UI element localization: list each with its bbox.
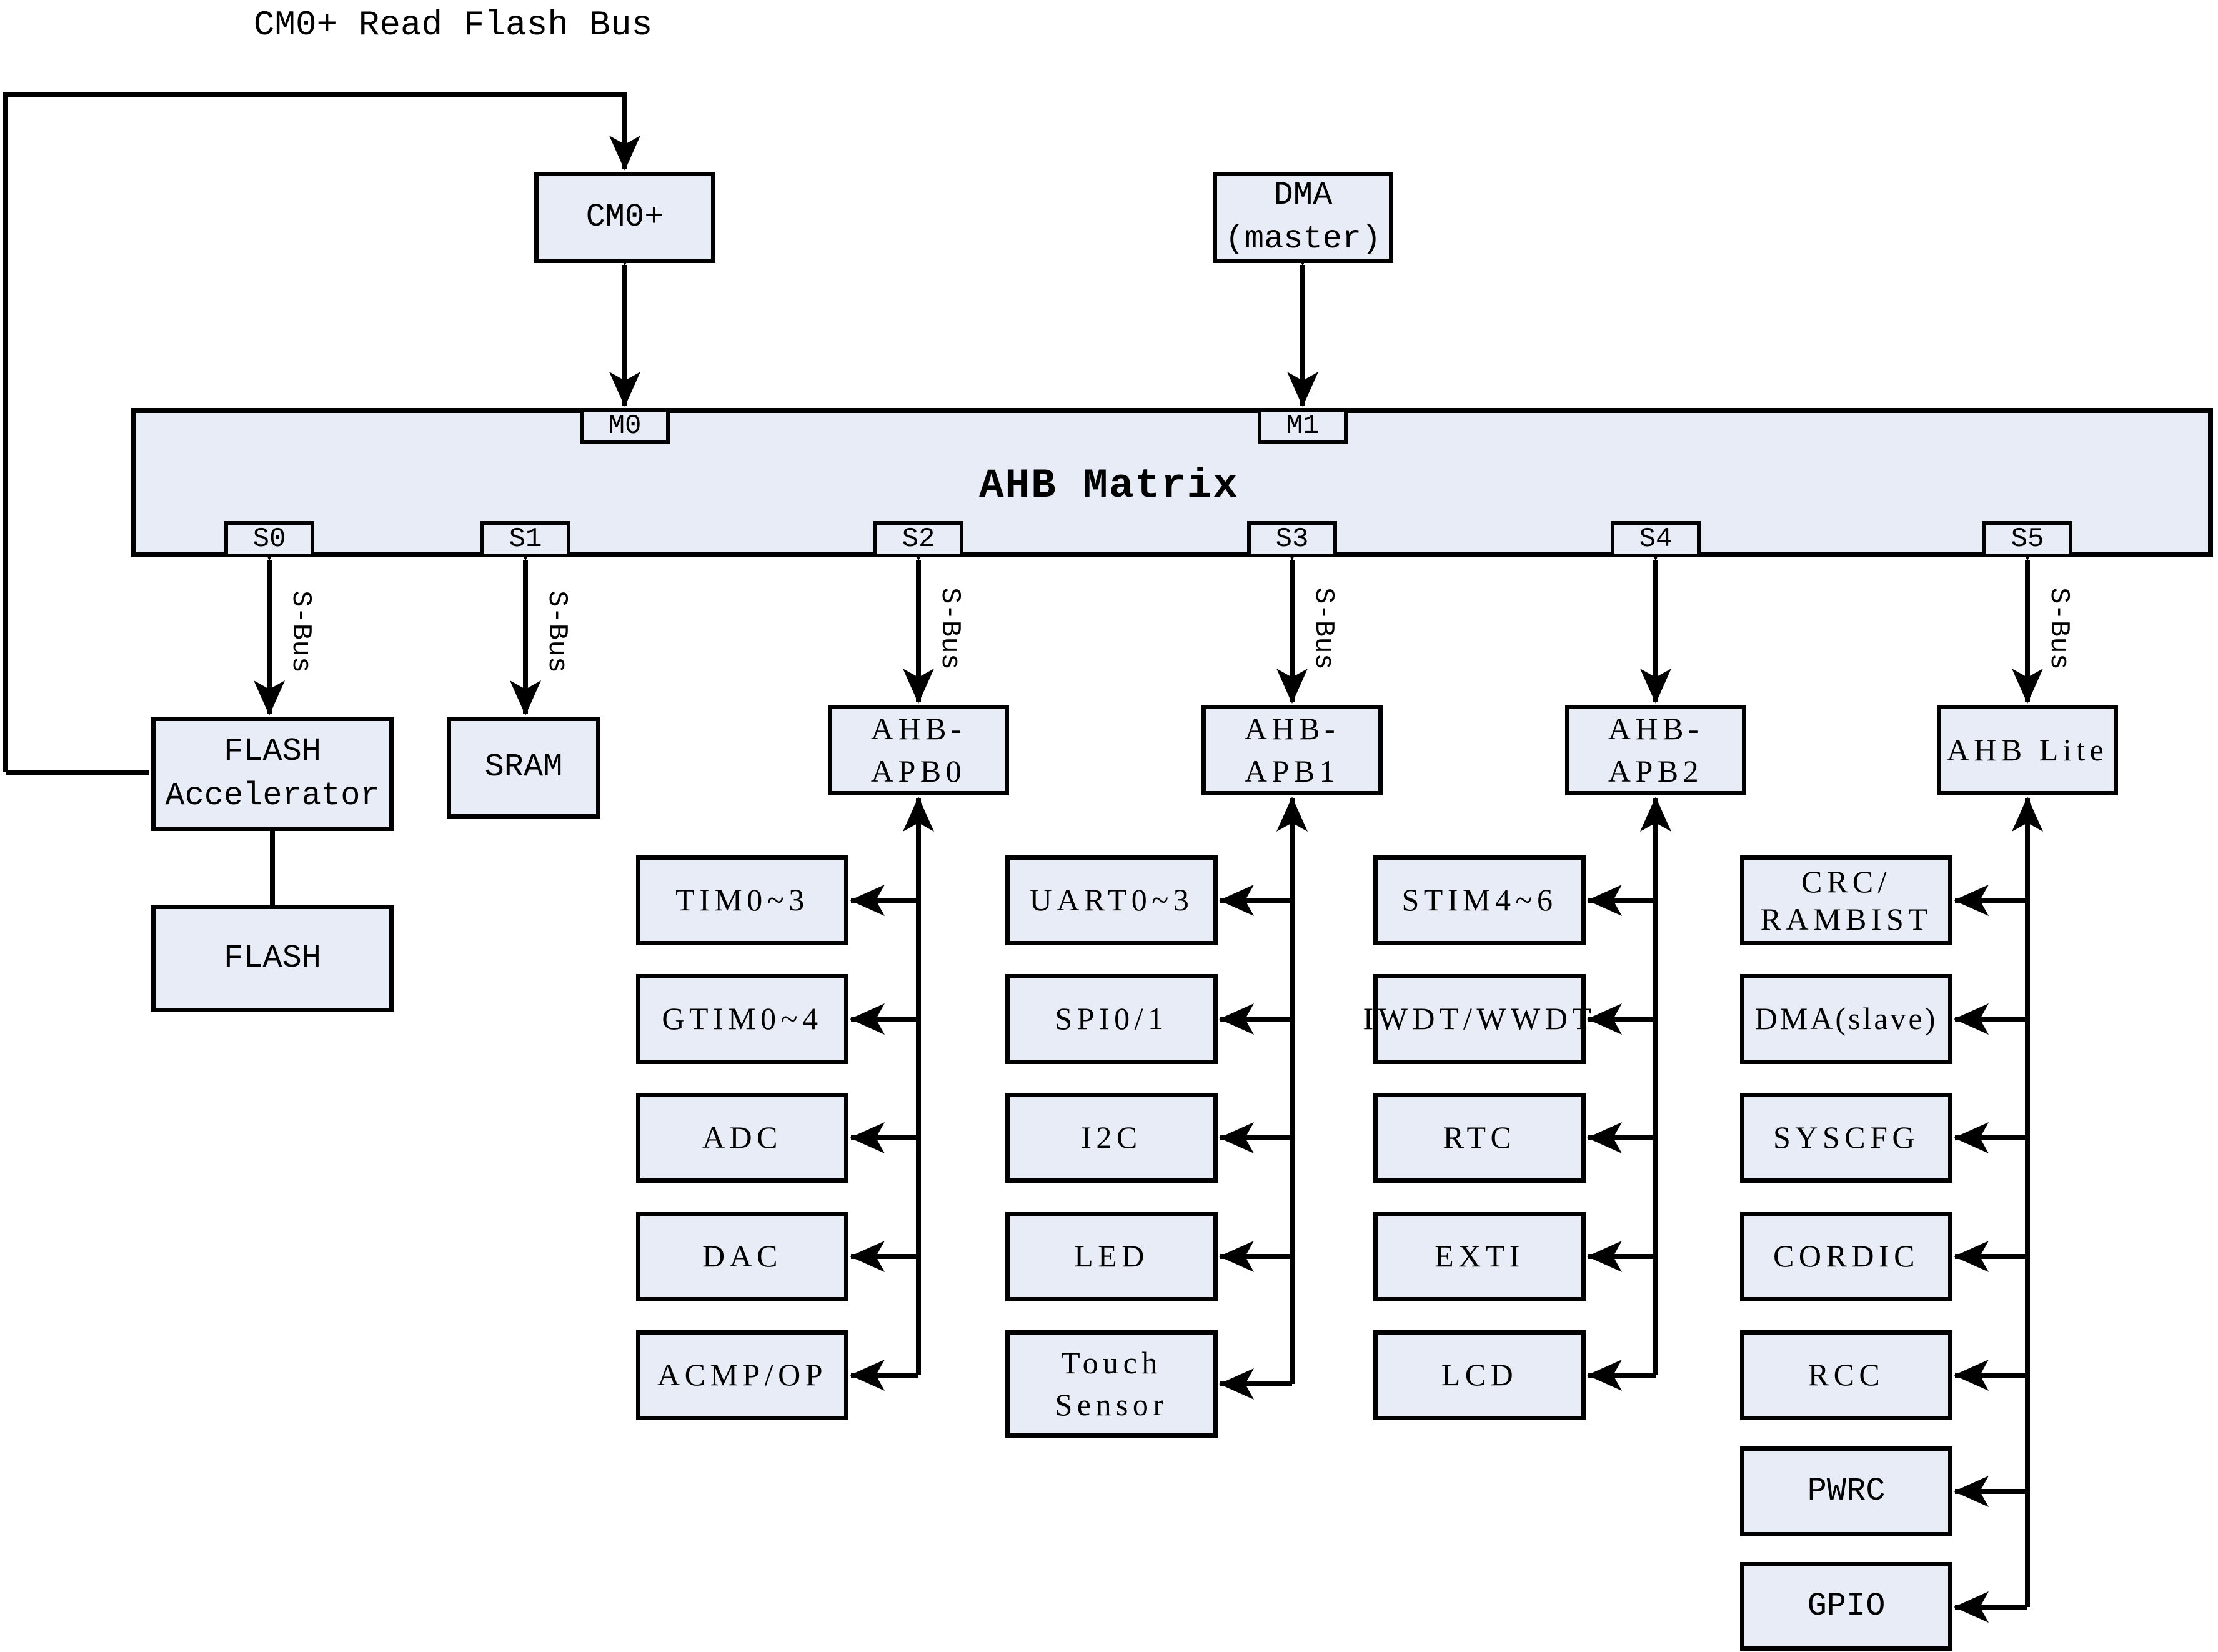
sbus-label-s0: S-Bus: [285, 590, 316, 674]
box-i2c: I2C: [1005, 1093, 1218, 1183]
box-dma-slave: DMA(slave): [1740, 974, 1952, 1064]
box-iwdt-wwdt: IWDT/WWDT: [1363, 974, 1591, 1064]
hub-ahb-apb2: AHB-APB2: [1565, 705, 1746, 795]
box-cm0: CM0+: [534, 172, 715, 263]
box-touch-sensor: Touch Sensor: [1005, 1330, 1218, 1438]
port-s0: S0: [224, 521, 314, 557]
sbus-label-s2: S-Bus: [934, 587, 965, 670]
box-uart0-3: UART0~3: [1005, 855, 1218, 945]
port-m1: M1: [1258, 408, 1348, 444]
box-dac: DAC: [636, 1212, 848, 1301]
box-led: LED: [1005, 1212, 1218, 1301]
box-lcd: LCD: [1373, 1330, 1586, 1420]
box-tim0-3: TIM0~3: [636, 855, 848, 945]
sbus-label-s5: S-Bus: [2043, 587, 2074, 670]
box-syscfg: SYSCFG: [1740, 1093, 1952, 1183]
box-dma-master: DMA (master): [1213, 172, 1393, 263]
box-exti: EXTI: [1373, 1212, 1586, 1301]
hub-ahb-lite: AHB Lite: [1937, 705, 2118, 795]
port-s4: S4: [1611, 521, 1701, 557]
read-flash-bus-label: CM0+ Read Flash Bus: [253, 5, 653, 45]
box-acmp-op: ACMP/OP: [636, 1330, 848, 1420]
read-flash-bus-line: [3, 92, 640, 772]
hub-ahb-apb1: AHB-APB1: [1201, 705, 1383, 795]
ahb-matrix-title: AHB Matrix: [978, 462, 1240, 509]
box-gtim0-4: GTIM0~4: [636, 974, 848, 1064]
box-cordic: CORDIC: [1740, 1212, 1952, 1301]
box-adc: ADC: [636, 1093, 848, 1183]
box-stim4-6: STIM4~6: [1373, 855, 1586, 945]
box-flash-accelerator: FLASH Accelerator: [151, 717, 394, 831]
box-sram: SRAM: [447, 717, 600, 819]
port-m0: M0: [580, 408, 670, 444]
port-s5: S5: [1982, 521, 2072, 557]
box-rtc: RTC: [1373, 1093, 1586, 1183]
port-s3: S3: [1247, 521, 1337, 557]
hub-ahb-apb0: AHB-APB0: [828, 705, 1009, 795]
box-crc-rambist: CRC/ RAMBIST: [1740, 855, 1952, 945]
box-spi0-1: SPI0/1: [1005, 974, 1218, 1064]
port-s1: S1: [480, 521, 570, 557]
box-gpio: GPIO: [1740, 1562, 1952, 1651]
ahb-matrix-bar: [131, 408, 2213, 557]
box-flash: FLASH: [151, 905, 394, 1012]
sbus-label-s3: S-Bus: [1308, 587, 1339, 670]
box-pwrc: PWRC: [1740, 1446, 1952, 1536]
port-s2: S2: [873, 521, 963, 557]
sbus-label-s1: S-Bus: [541, 590, 572, 674]
box-rcc: RCC: [1740, 1330, 1952, 1420]
